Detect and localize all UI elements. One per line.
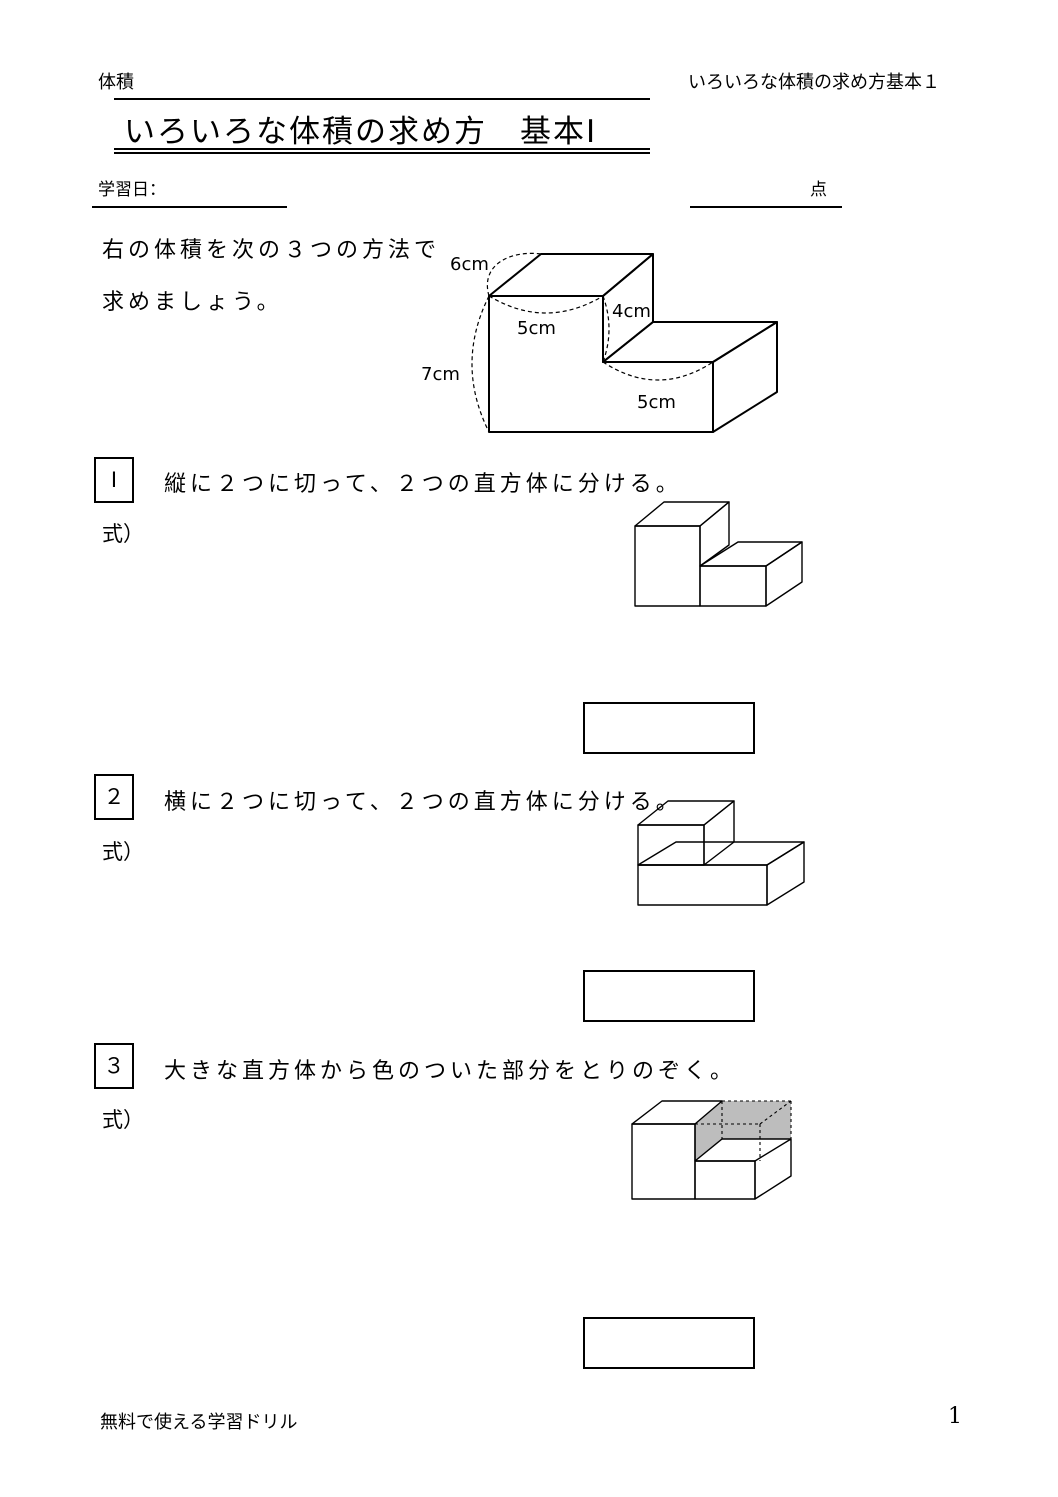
problem-3-text: 大きな直方体から色のついた部分をとりのぞく。 bbox=[164, 1059, 737, 1084]
dim-top-width-label: 5cm bbox=[517, 318, 556, 339]
dim-7cm-arc bbox=[471, 295, 490, 433]
problem-3-formula-label: 式） bbox=[102, 1108, 144, 1132]
title-block: いろいろな体積の求め方 基本Ⅰ bbox=[114, 98, 650, 154]
problem-3-figure bbox=[631, 1100, 792, 1200]
problem-3-answer-box[interactable] bbox=[583, 1317, 755, 1369]
score-line bbox=[690, 206, 842, 208]
intro-line-1: 右の体積を次の３つの方法で bbox=[102, 238, 441, 263]
study-date-line bbox=[92, 206, 287, 208]
title-top-rule bbox=[114, 98, 650, 100]
header-worksheet-name: いろいろな体積の求め方基本１ bbox=[688, 72, 940, 93]
problem-1-answer-box[interactable] bbox=[583, 702, 755, 754]
problem-2-formula-label: 式） bbox=[102, 840, 144, 864]
problem-3-number: ３ bbox=[94, 1043, 134, 1089]
page-title: いろいろな体積の求め方 基本Ⅰ bbox=[124, 114, 598, 150]
score-label: 点 bbox=[810, 180, 827, 200]
intro-line-2: 求めましょう。 bbox=[102, 290, 283, 315]
problem-1-number: Ⅰ bbox=[94, 457, 134, 503]
title-bottom-rule-2 bbox=[114, 152, 650, 154]
right-face bbox=[712, 321, 778, 433]
problem-1-formula-label: 式） bbox=[102, 522, 144, 546]
dim-depth-label: 6cm bbox=[450, 254, 489, 275]
problem-1-figure bbox=[634, 501, 803, 607]
dim-bottom-width-label: 5cm bbox=[637, 392, 676, 413]
removed-part-shading bbox=[695, 1101, 791, 1161]
dim-total-height-label: 7cm bbox=[421, 364, 460, 385]
main-step-shape-figure: 6cm 5cm 4cm 7cm 5cm bbox=[421, 252, 778, 433]
page-number: 1 bbox=[948, 1404, 962, 1429]
problem-2-figure bbox=[637, 800, 805, 906]
problem-2-text: 横に２つに切って、２つの直方体に分ける。 bbox=[164, 790, 682, 815]
step-riser-face bbox=[602, 253, 654, 363]
problem-2-number: ２ bbox=[94, 774, 134, 820]
dim-step-height-label: 4cm bbox=[612, 301, 651, 322]
problem-1-text: 縦に２つに切って、２つの直方体に分ける。 bbox=[164, 472, 682, 497]
study-date-label: 学習日： bbox=[98, 180, 166, 200]
header-subject: 体積 bbox=[98, 72, 134, 93]
problem-2-answer-box[interactable] bbox=[583, 970, 755, 1022]
footer-site-name: 無料で使える学習ドリル bbox=[100, 1412, 298, 1433]
title-bottom-rule-1 bbox=[114, 148, 650, 150]
dim-6cm-arc bbox=[486, 252, 542, 297]
dim-5cm-bottom-arc bbox=[602, 361, 714, 381]
dim-5cm-top-arc bbox=[488, 295, 604, 314]
